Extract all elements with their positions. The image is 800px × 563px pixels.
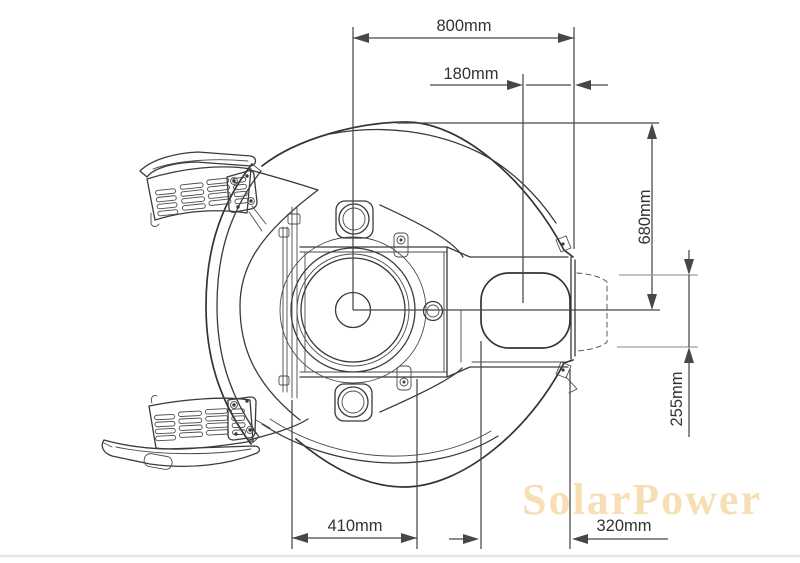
dimension-180: 180mm	[430, 65, 608, 303]
watermark: SolarPower	[522, 475, 762, 524]
dimension-label-front-section: 410mm	[327, 517, 382, 535]
louver-vents-top	[155, 176, 249, 217]
centerlines	[352, 27, 660, 311]
lens-assembly	[279, 200, 444, 422]
dimension-680: 680mm	[397, 122, 659, 310]
dimension-410: 410mm	[291, 379, 418, 549]
dimension-800: 800mm	[353, 17, 575, 249]
rear-shroud	[205, 163, 319, 445]
solar-wing-bottom	[101, 395, 271, 470]
body-shell	[261, 121, 578, 488]
dimension-label-mount-offset: 180mm	[443, 65, 498, 83]
side-bolt	[422, 300, 444, 322]
screw-boss-bottom	[334, 383, 373, 422]
pole-socket	[480, 272, 608, 352]
dimension-label-overall-width: 800mm	[436, 17, 491, 35]
dimension-label-body-length: 680mm	[636, 189, 654, 244]
dimension-255: 255mm	[617, 250, 698, 437]
clip-top	[393, 232, 409, 258]
dimension-label-rear-section: 320mm	[596, 517, 651, 535]
hidden-pole-outline	[576, 272, 608, 352]
dimension-label-socket-height: 255mm	[668, 371, 686, 426]
mounting-bars	[278, 206, 301, 399]
dimension-320: 320mm	[449, 341, 668, 549]
screw-boss-top	[335, 200, 374, 239]
clip-bottom	[396, 365, 412, 391]
solar-wing-top	[139, 151, 267, 232]
watermark-text: SolarPower	[522, 475, 762, 524]
louver-vents-bottom	[154, 408, 246, 442]
